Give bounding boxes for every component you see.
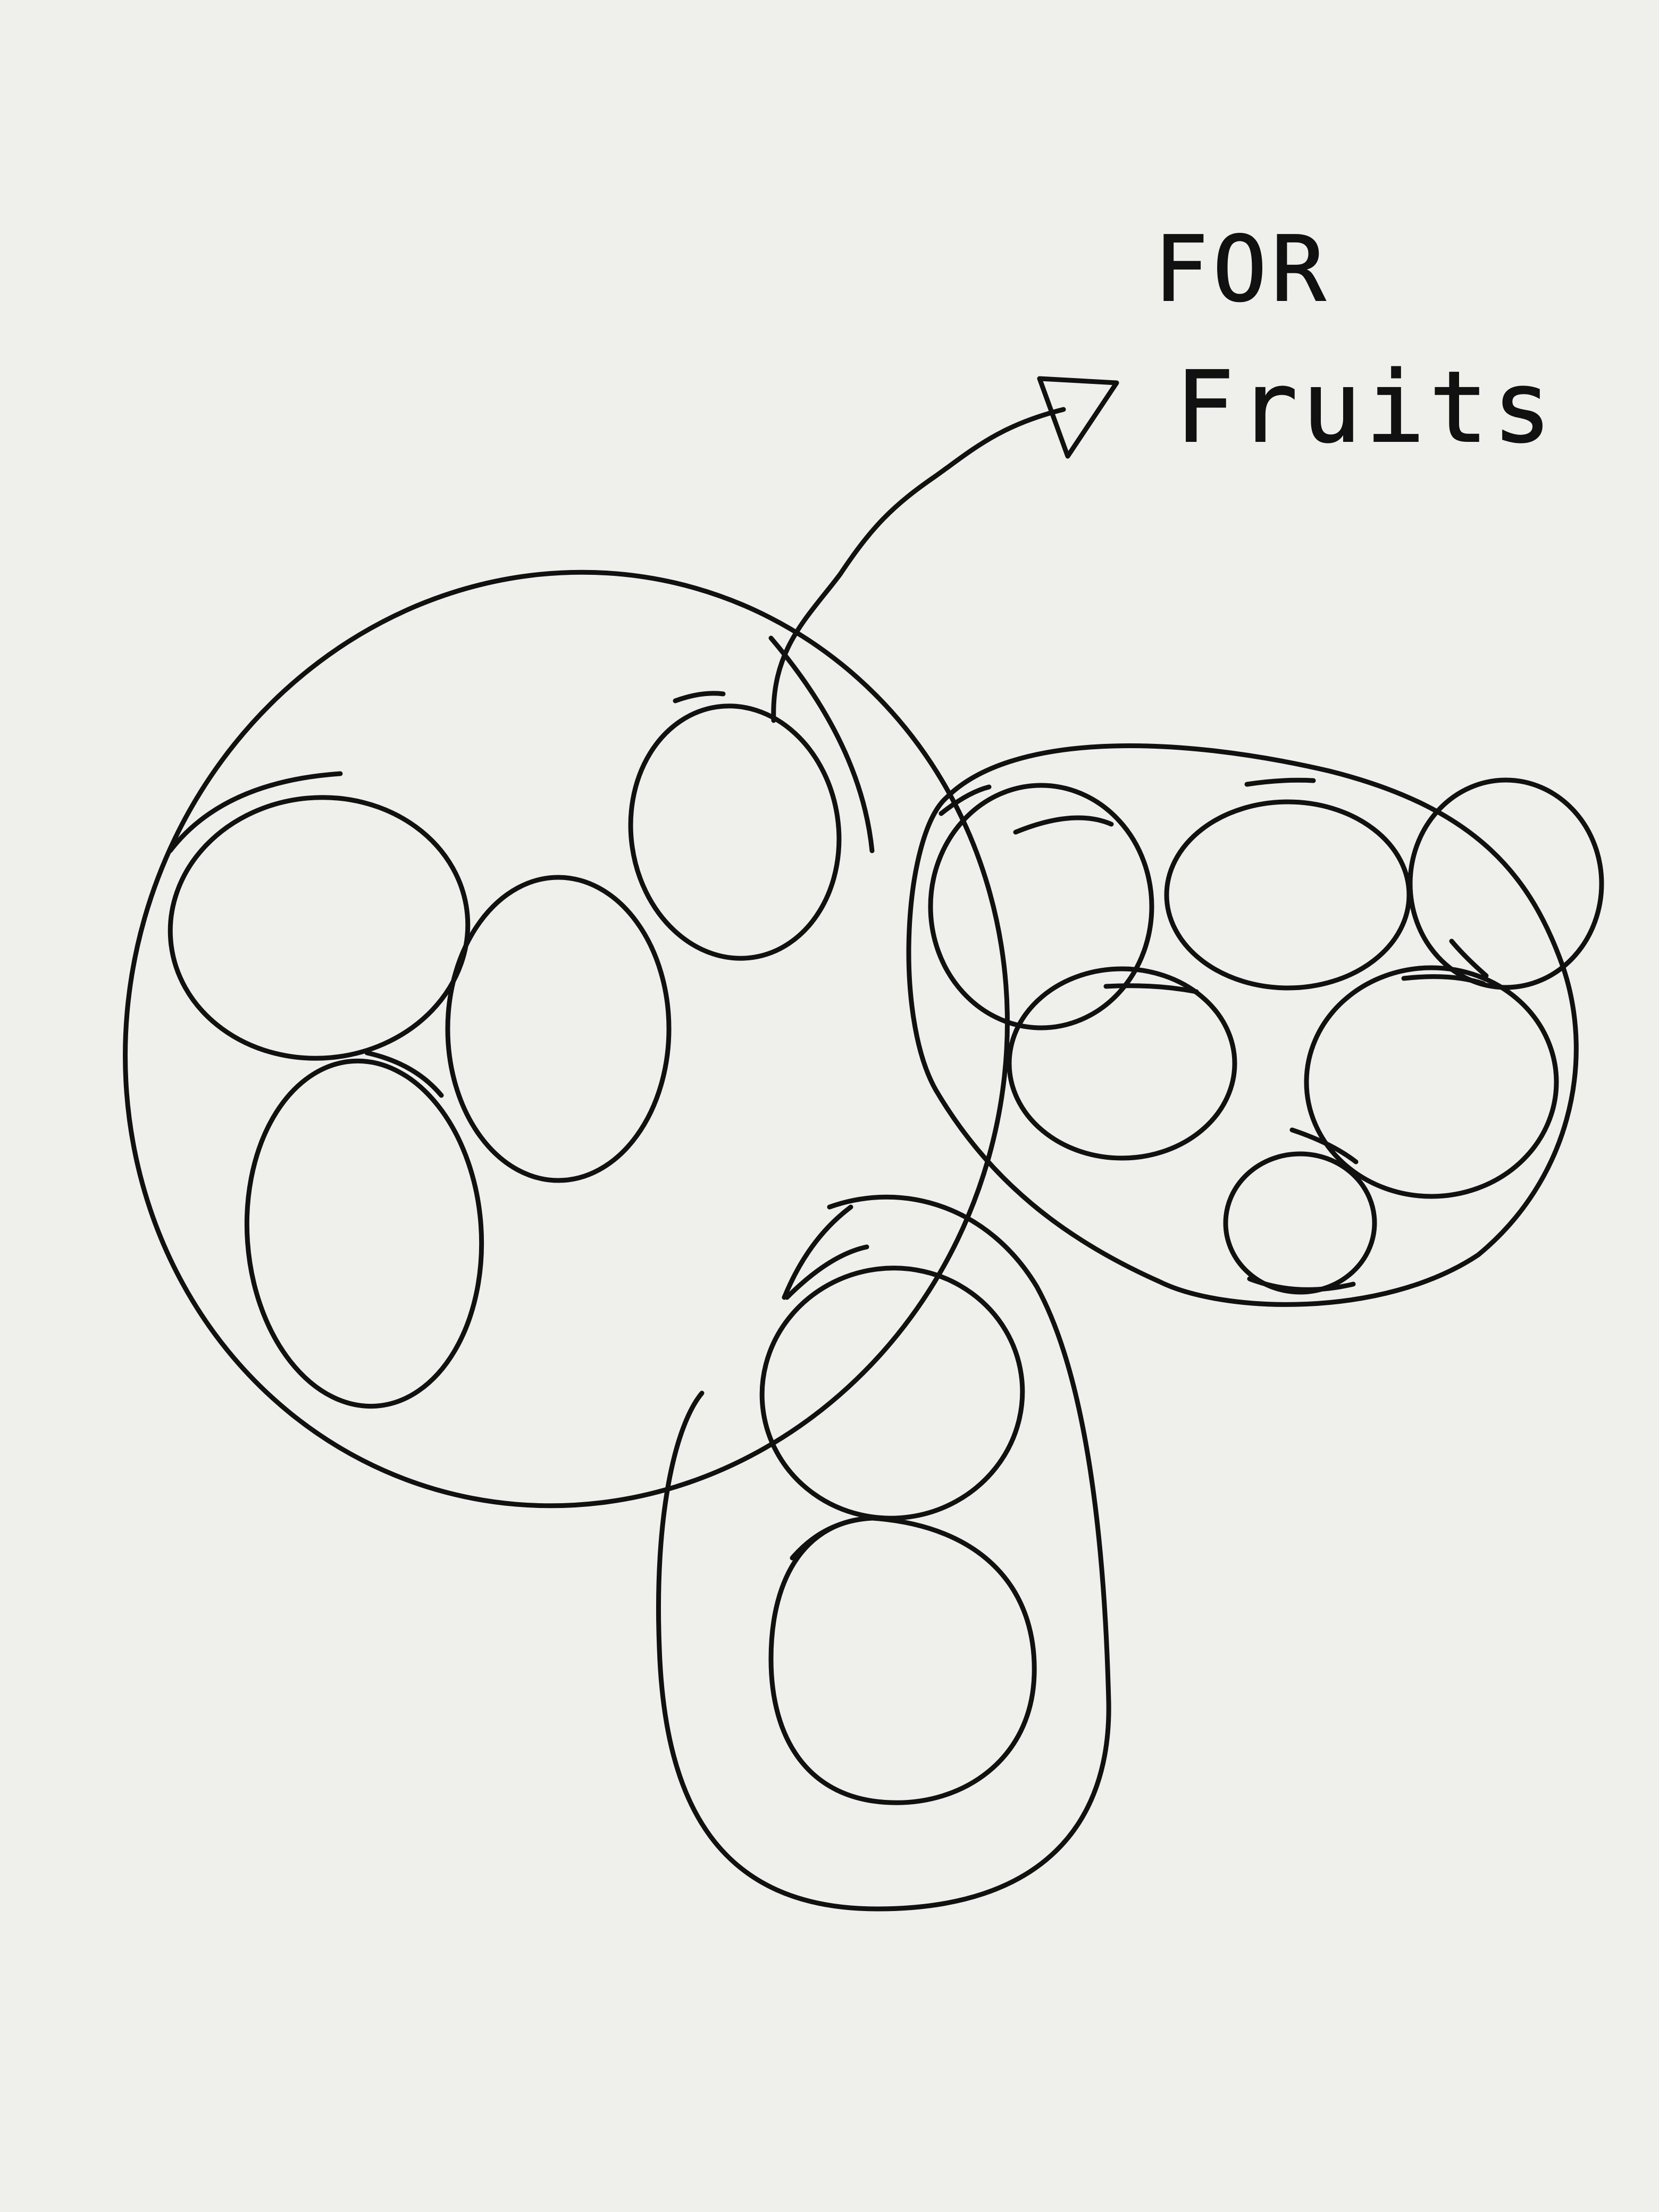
fruit-circle — [759, 1266, 1025, 1521]
fruit-circle-tail — [1103, 983, 1199, 994]
fruit-circle — [1007, 966, 1237, 1161]
fruit-circle — [244, 1058, 484, 1409]
fruit-circle — [1407, 777, 1604, 990]
fruit-circle — [1304, 965, 1559, 1199]
arrow-head-icon — [1037, 376, 1119, 459]
fruit-circle — [445, 875, 672, 1183]
large-container-outline — [123, 569, 1010, 1509]
fruit-circle — [928, 783, 1154, 1030]
fruit-circle-tail — [364, 1050, 444, 1098]
fruit-circle-tail — [1401, 974, 1486, 986]
fruit-circle-tail — [1247, 1276, 1356, 1292]
fruit-circle — [1223, 1151, 1377, 1295]
bottom-container-outline — [656, 1194, 1111, 1912]
large-container-overlap — [768, 635, 875, 853]
arrow-line — [771, 407, 1066, 723]
annotation-line-1: FOR — [1154, 217, 1330, 322]
annotation-line-2: Fruits — [1175, 350, 1556, 465]
right-container-outline — [906, 743, 1579, 1307]
fruit-circle — [167, 795, 471, 1061]
fruit-circle-tail — [784, 1244, 869, 1300]
fruit-circle-tail — [790, 1515, 875, 1561]
fruit-circle-tail — [1013, 815, 1114, 835]
fruit-circle-tail — [167, 771, 343, 853]
fruit-circle — [628, 703, 842, 961]
bottom-container-overlap — [782, 1204, 853, 1300]
fruit-circle-tail — [673, 691, 726, 703]
fruit-circle — [768, 1515, 1037, 1805]
fruit-circle — [1164, 799, 1412, 991]
fruit-circle-tail — [1289, 1127, 1359, 1164]
fruit-circle-tail — [1244, 777, 1316, 787]
fruit-circle-tail — [1449, 939, 1489, 978]
right-container-overlap — [939, 784, 992, 816]
